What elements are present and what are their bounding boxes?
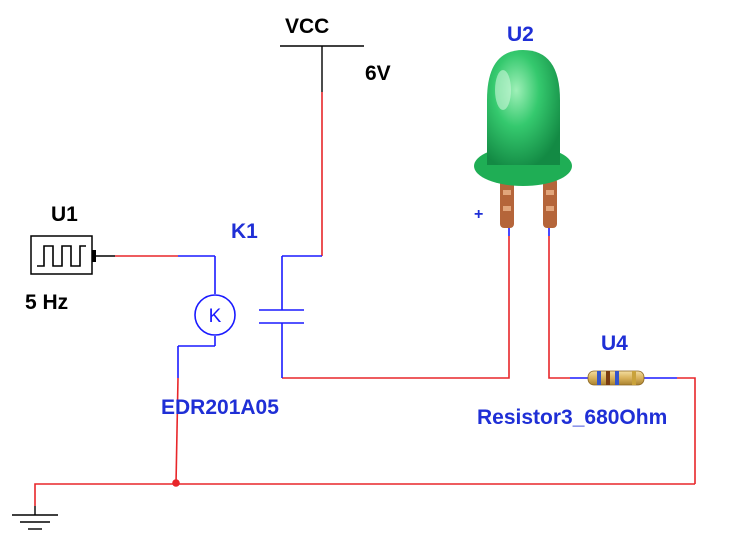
u2-ref-label: U2: [507, 23, 534, 46]
wire-led-cathode-to-resistor[interactable]: [548, 236, 570, 379]
u4-ref-label: U4: [601, 332, 628, 355]
led-icon[interactable]: [474, 50, 572, 236]
u1-ref-label: U1: [51, 203, 78, 226]
clock-source-u1[interactable]: [30, 235, 115, 275]
u2-polarity-label: +: [474, 206, 483, 223]
led-anode-lead: [500, 178, 514, 228]
resistor-icon[interactable]: [570, 370, 677, 386]
u1-value-label: 5 Hz: [25, 291, 68, 314]
square-wave-trace: [37, 245, 86, 267]
k1-part-label: EDR201A05: [161, 396, 279, 419]
relay-contact-icon: [259, 255, 322, 378]
relay-coil-symbol: K: [209, 306, 222, 327]
k1-ref-label: K1: [231, 220, 258, 243]
wire-ground-bus[interactable]: [34, 483, 695, 506]
led-highlight: [495, 70, 511, 110]
wire-resistor-to-ground[interactable]: [677, 377, 696, 484]
led-dome: [487, 50, 560, 165]
clock-pin-connector: [92, 250, 96, 262]
relay-k1[interactable]: [177, 255, 322, 378]
vcc-voltage-label: 6V: [365, 62, 391, 85]
wire-contact-to-led-anode[interactable]: [282, 236, 510, 379]
vcc-rail-icon[interactable]: [280, 45, 364, 92]
led-cathode-lead: [543, 178, 557, 228]
relay-coil-icon: [177, 255, 236, 378]
u4-part-label: Resistor3_680Ohm: [477, 406, 667, 429]
wires: [34, 92, 696, 506]
junction-dot-icon: [172, 479, 180, 487]
vcc-label: VCC: [285, 15, 329, 38]
ground-icon[interactable]: [12, 506, 58, 530]
wire-coil-to-ground[interactable]: [175, 377, 179, 485]
